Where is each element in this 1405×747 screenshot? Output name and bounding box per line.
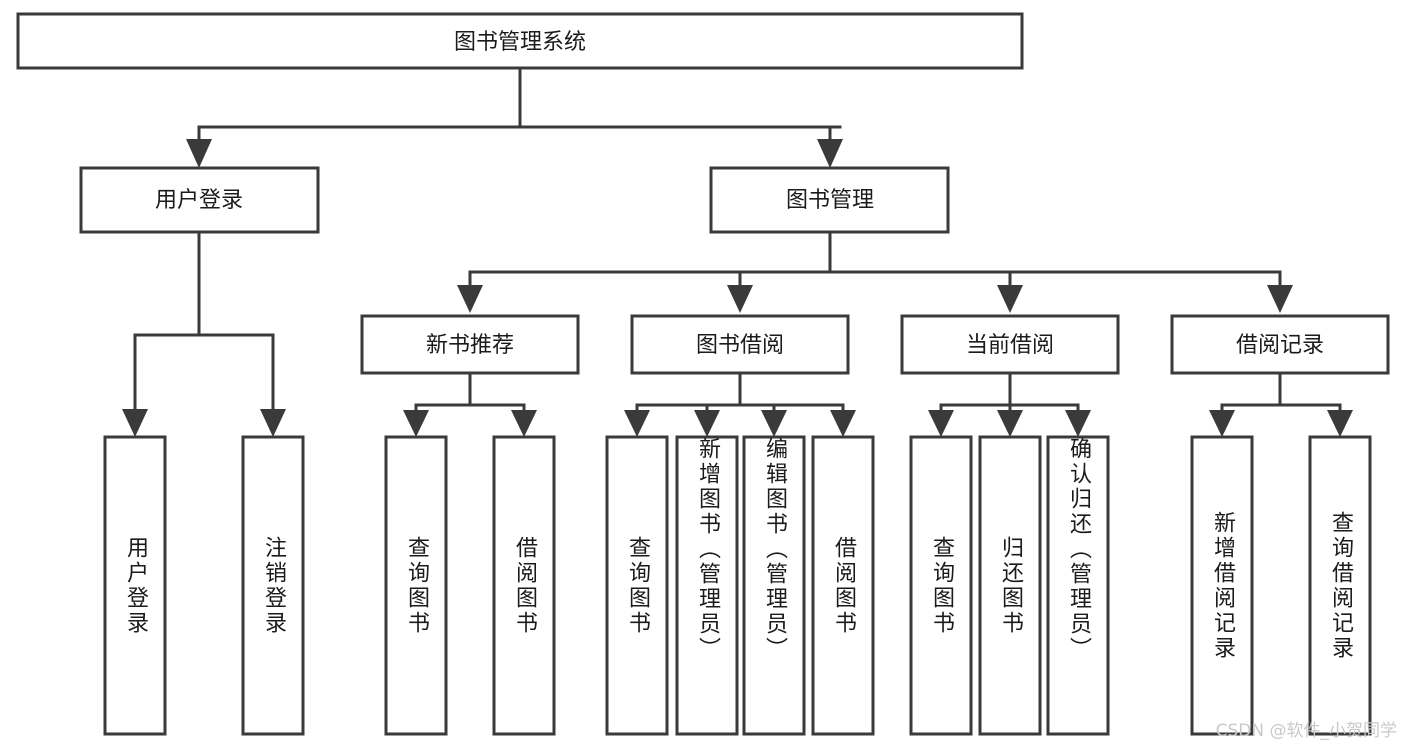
connector-root-to-level2 — [186, 66, 843, 168]
arrow-to-book-manage — [817, 139, 843, 168]
node-user-login-label: 用户登录 — [155, 188, 243, 213]
leaf-box-current-3[interactable] — [1046, 435, 1110, 736]
connector-book-borrow-to-leaves — [624, 371, 856, 437]
node-new-book-recommend-label: 新书推荐 — [426, 333, 514, 358]
node-book-borrow[interactable]: 图书借阅 — [630, 314, 850, 375]
arrow-to-user-login — [186, 139, 212, 168]
connector-current-borrow-to-leaves — [928, 371, 1091, 437]
node-borrow-record-label: 借阅记录 — [1236, 333, 1324, 358]
node-user-login[interactable]: 用户登录 — [79, 166, 320, 234]
node-book-manage[interactable]: 图书管理 — [709, 166, 950, 234]
node-borrow-record[interactable]: 借阅记录 — [1170, 314, 1390, 375]
leaf-box-user-login-2[interactable] — [241, 435, 305, 736]
leaf-box-recommend-2[interactable] — [492, 435, 556, 736]
csdn-watermark: CSDN @软件_小贺同学 — [1215, 721, 1397, 741]
arrow-to-book-borrow — [727, 285, 753, 313]
node-root[interactable]: 图书管理系统 — [16, 12, 1024, 70]
leaf-box-borrow-1[interactable] — [605, 435, 669, 736]
leaf-box-borrow-3[interactable] — [742, 435, 806, 736]
connector-new-book-recommend-to-leaves — [403, 371, 537, 437]
node-current-borrow-label: 当前借阅 — [966, 333, 1054, 358]
leaf-box-record-2[interactable] — [1308, 435, 1372, 736]
leaf-box-record-1[interactable] — [1190, 435, 1254, 736]
node-new-book-recommend[interactable]: 新书推荐 — [360, 314, 580, 375]
arrow-to-current-borrow — [997, 285, 1023, 313]
node-root-label: 图书管理系统 — [454, 30, 586, 55]
connector-user-login-to-leaves — [122, 230, 286, 437]
node-book-borrow-label: 图书借阅 — [696, 333, 784, 358]
node-book-manage-label: 图书管理 — [786, 188, 874, 213]
connector-book-manage-to-level3 — [457, 230, 1293, 313]
leaf-box-current-2[interactable] — [978, 435, 1042, 736]
leaf-box-borrow-2[interactable] — [675, 435, 739, 736]
leaf-box-user-login-1[interactable] — [103, 435, 167, 736]
node-current-borrow[interactable]: 当前借阅 — [900, 314, 1120, 375]
connector-borrow-record-to-leaves — [1209, 371, 1353, 437]
leaf-box-borrow-4[interactable] — [811, 435, 875, 736]
leaf-box-current-1[interactable] — [909, 435, 973, 736]
arrow-to-borrow-record — [1267, 285, 1293, 313]
arrow-to-new-book-recommend — [457, 285, 483, 313]
leaf-box-recommend-1[interactable] — [384, 435, 448, 736]
